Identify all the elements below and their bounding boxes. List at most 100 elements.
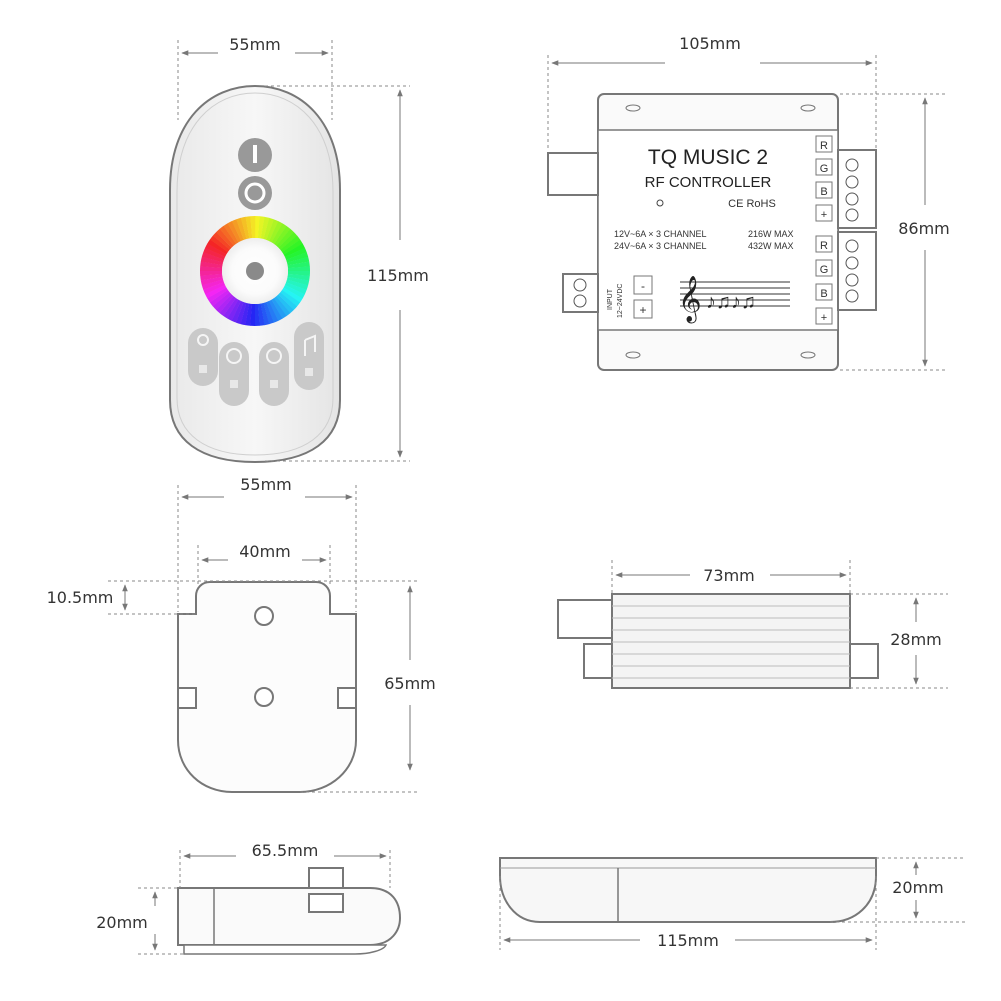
- color-wheel-segment: [231, 219, 244, 242]
- controller-label-panel: [597, 129, 839, 331]
- status-led: [656, 199, 664, 207]
- color-wheel-segment: [215, 294, 234, 314]
- color-wheel-segment: [245, 303, 253, 326]
- color-wheel-segment: [257, 216, 265, 239]
- spec-line-2-left: 24V~6A × 3 CHANNEL: [614, 241, 707, 251]
- color-wheel-segment: [273, 225, 291, 246]
- output-terminal-block-bottom: [837, 231, 877, 311]
- input-plus-box: [633, 299, 653, 319]
- color-wheel-segment: [266, 300, 279, 323]
- mode-button-1: [188, 328, 218, 386]
- speed-icon: [197, 334, 209, 346]
- color-wheel-segment: [268, 299, 283, 321]
- spec-line-1-right: 216W MAX: [748, 229, 794, 239]
- color-wheel-segment: [281, 287, 303, 303]
- mounting-hole-top: [254, 606, 274, 626]
- color-wheel-segment: [282, 239, 303, 255]
- output-terminal-labels-top: R G B +: [815, 135, 833, 222]
- color-wheel-segment: [260, 216, 270, 240]
- color-wheel-segment: [286, 252, 309, 263]
- color-wheel-segment: [212, 292, 232, 310]
- remote-height-label: 115mm: [367, 266, 429, 285]
- remote-side-thickness-dimension: 20mm: [830, 857, 965, 923]
- terminal-r-label: R: [820, 140, 828, 152]
- clip-left: [177, 687, 197, 709]
- color-wheel-segment: [276, 294, 294, 314]
- holder-notch-dimension: 10.5mm: [47, 580, 418, 615]
- side-antenna-connector: [557, 599, 614, 639]
- terminal-r-label-2: R: [820, 240, 828, 252]
- color-wheel-segment: [255, 216, 261, 239]
- color-wheel-segment: [201, 279, 224, 290]
- power-off-button: [238, 176, 272, 210]
- color-wheel-segment: [200, 273, 223, 281]
- color-wheel-segment: [240, 302, 250, 326]
- remote-side-length-dimension: 115mm: [499, 876, 877, 950]
- color-wheel-segment: [223, 223, 239, 244]
- remote-side-view: [499, 857, 877, 923]
- color-wheel-segment: [227, 221, 242, 243]
- color-wheel-segment: [287, 261, 310, 269]
- color-wheel-segment: [257, 303, 265, 326]
- color-wheel-segment: [283, 243, 305, 258]
- color-wheel-segment: [212, 231, 232, 250]
- remote-front-view: [169, 84, 341, 464]
- power-off-icon: [244, 182, 266, 204]
- color-wheel-segment: [200, 276, 224, 286]
- holder-notch-label: 10.5mm: [47, 588, 114, 607]
- holder-width-dimension: 55mm: [177, 475, 357, 612]
- holder-side-thickness-dimension: 20mm: [96, 887, 184, 955]
- terminal-g-label-2: G: [820, 264, 829, 276]
- input-terminal-block: [562, 273, 599, 313]
- terminal-plus-label-2: +: [821, 312, 827, 324]
- color-wheel-segment: [249, 303, 255, 326]
- color-wheel-segment: [207, 287, 228, 303]
- holder-side-clip-mid: [308, 893, 344, 913]
- color-wheel-segment: [209, 289, 230, 307]
- color-wheel-segment: [286, 256, 310, 266]
- color-wheel-segment: [235, 301, 247, 325]
- color-wheel-segment: [250, 216, 256, 239]
- holder-side-view: [177, 867, 402, 955]
- color-wheel-segment: [276, 228, 295, 248]
- controller-title: TQ MUSIC 2: [648, 146, 768, 169]
- controller-height-dimension: 86mm: [840, 93, 950, 371]
- input-label: INPUT: [607, 288, 614, 310]
- color-wheel-segment: [223, 297, 239, 319]
- color-wheel-segment: [245, 216, 253, 239]
- color-wheel: [199, 216, 310, 326]
- input-voltage-label: 12~24VDC: [617, 284, 624, 318]
- controller-top-view: TQ MUSIC 2 RF CONTROLLER CE RoHS 12V~6A …: [547, 93, 877, 371]
- output-terminal-block-top: [837, 149, 877, 229]
- color-wheel-segment: [284, 247, 307, 260]
- music-icon: [304, 334, 316, 356]
- color-wheel-segment: [199, 270, 223, 276]
- color-wheel-segment: [231, 300, 244, 323]
- note-icon: ♪♫♪♫: [706, 291, 756, 313]
- color-wheel-segment: [219, 225, 237, 246]
- holder-side-length-label: 65.5mm: [252, 841, 319, 860]
- spec-line-1-left: 12V~6A × 3 CHANNEL: [614, 229, 707, 239]
- color-wheel-segment: [278, 232, 298, 250]
- mode-button-3: [259, 342, 289, 406]
- antenna-connector: [547, 152, 599, 196]
- holder-height-label: 65mm: [384, 674, 436, 693]
- holder-side-clip-top: [308, 867, 344, 889]
- holder-inner-width-dimension: 40mm: [197, 542, 331, 586]
- terminal-b-label: B: [820, 186, 827, 198]
- color-wheel-segment: [205, 284, 227, 299]
- controller-side-view: [557, 593, 879, 689]
- holder-side-thickness-label: 20mm: [96, 913, 148, 932]
- color-wheel-segment: [271, 223, 287, 245]
- holder-inner-width-label: 40mm: [239, 542, 291, 561]
- mounting-hole-bottom: [254, 687, 274, 707]
- color-wheel-segment: [216, 228, 234, 248]
- color-wheel-segment: [236, 217, 247, 240]
- controller-side-body: [611, 593, 851, 689]
- color-wheel-segment: [283, 284, 305, 299]
- terminal-b-label-2: B: [820, 288, 827, 300]
- controller-subtitle: RF CONTROLLER: [645, 174, 772, 191]
- color-wheel-segment: [266, 219, 279, 242]
- color-wheel-segment: [280, 235, 301, 253]
- holder-height-dimension: 65mm: [300, 585, 436, 793]
